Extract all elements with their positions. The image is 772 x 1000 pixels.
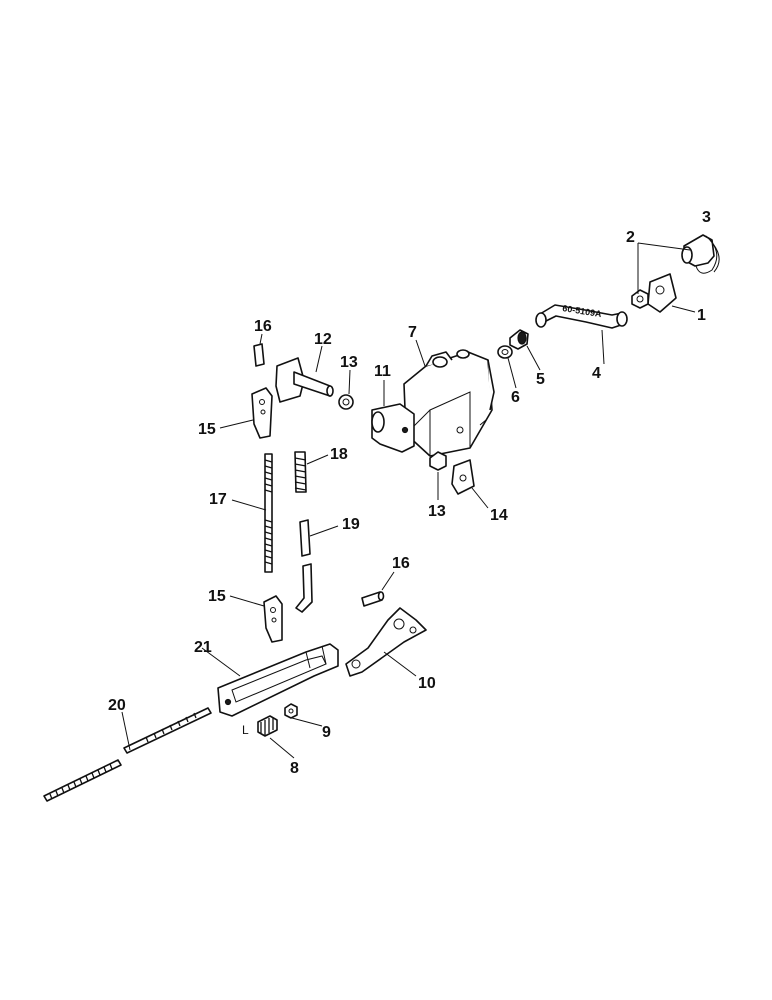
label-1: 1: [697, 307, 706, 324]
label-15-top: 15: [198, 421, 216, 438]
part-13-nut-lower: [429, 451, 447, 471]
callout-labels: 3 2 1 4 5 6 7 11 12 13 16 15 18 17 19 13…: [108, 209, 711, 777]
part-1-bracket: [647, 273, 677, 313]
label-5: 5: [536, 371, 545, 388]
part-2-nut: [631, 289, 649, 309]
label-15-lower: 15: [208, 588, 226, 605]
part-18-spring: [294, 451, 307, 493]
label-21: 21: [194, 639, 212, 656]
part-12-plate-pin: [275, 357, 334, 403]
label-17: 17: [209, 491, 227, 508]
label-4: 4: [592, 365, 601, 382]
leader-lines: [121, 242, 696, 759]
label-12: 12: [314, 331, 332, 348]
part-19-links: [295, 519, 313, 613]
part-20-rod: [43, 707, 212, 802]
label-7: 7: [408, 324, 417, 341]
label-9: 9: [322, 724, 331, 741]
label-14: 14: [490, 507, 508, 524]
part-7-valve-body: [403, 349, 495, 457]
label-16-lower: 16: [392, 555, 410, 572]
part-17-threaded-rod: [264, 453, 273, 573]
part-9-nut: [284, 703, 298, 719]
label-8: 8: [290, 760, 299, 777]
label-18: 18: [330, 446, 348, 463]
part-3-fitting: [681, 234, 720, 274]
part-10-arm: [345, 607, 427, 677]
part-16-pin-top: [253, 343, 265, 367]
part-15-bracket-top: [251, 387, 273, 439]
label-13-lower: 13: [428, 503, 446, 520]
part-6-washer: [497, 345, 513, 359]
label-19: 19: [342, 516, 360, 533]
label-20: 20: [108, 697, 126, 714]
marker-l: L: [242, 723, 249, 737]
label-3: 3: [702, 209, 711, 226]
part-11-spool: [371, 403, 415, 453]
part-14-block: [451, 459, 475, 495]
label-13-top: 13: [340, 354, 358, 371]
label-2: 2: [626, 229, 635, 246]
label-16-top: 16: [254, 318, 272, 335]
part-13-bushing-top: [338, 394, 354, 410]
label-11: 11: [374, 363, 391, 380]
part-21-frame: [217, 643, 339, 717]
label-10: 10: [418, 675, 436, 692]
part-5-fitting: [509, 329, 529, 350]
part-4-tube: 60-5109A: [535, 303, 628, 329]
part-8-spacer: [257, 715, 278, 737]
part-16-pin-lower: [361, 591, 385, 607]
label-6: 6: [511, 389, 520, 406]
part-15-bracket-lower: [263, 595, 283, 643]
